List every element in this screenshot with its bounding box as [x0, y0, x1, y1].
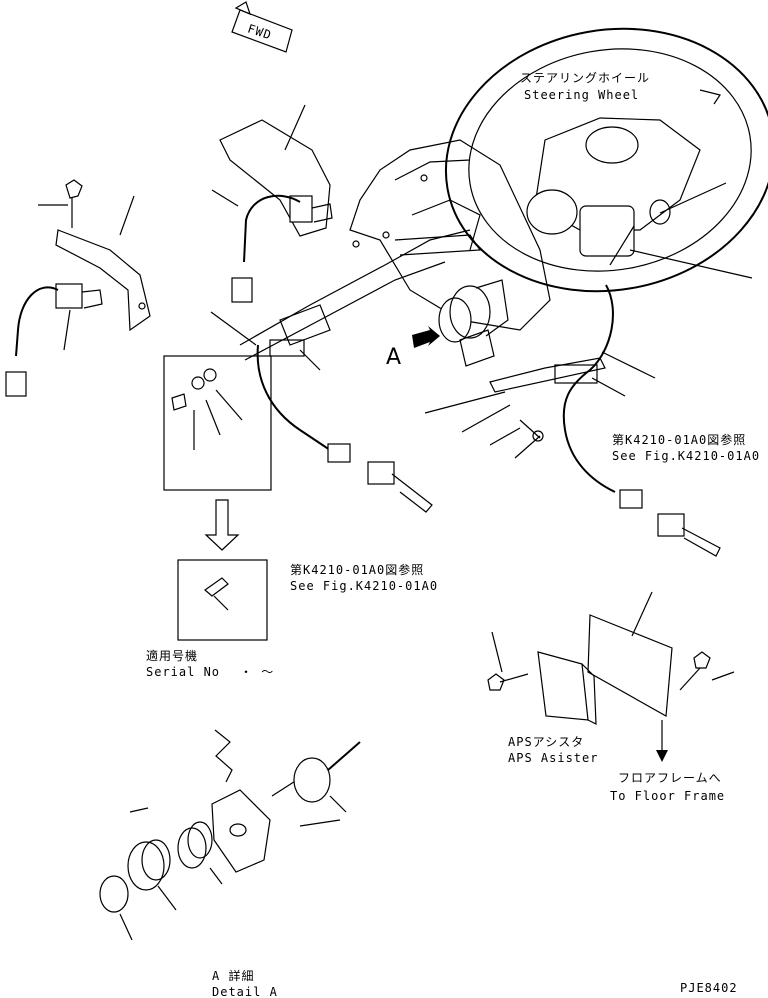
drawing-number: PJE8402: [680, 981, 738, 995]
aps-asister: [487, 591, 735, 725]
serial-range: ・ ～: [240, 665, 274, 679]
serial-label: 適用号機 Serial No ・ ～: [146, 648, 274, 679]
down-arrow-icon: [204, 499, 240, 551]
steering-column-frame: [239, 139, 551, 361]
detail-a-label: A 詳細 Detail A: [212, 968, 278, 998]
aps-label-ja: APSアシスタ: [508, 735, 584, 749]
right-harness: [489, 284, 721, 557]
detail-label-ja: A 詳細: [212, 968, 254, 983]
steering-wheel-label-en: Steering Wheel: [524, 88, 639, 102]
column-harness: [256, 304, 433, 513]
reference-center-en: See Fig.K4210-01A0: [290, 579, 438, 593]
view-a-arrow-icon: [412, 326, 440, 348]
dial-assembly: [438, 279, 509, 367]
steering-wheel: [444, 27, 768, 293]
detail-label-en: Detail A: [212, 985, 278, 998]
reference-center-ja: 第K4210-01A0図参照: [290, 562, 424, 577]
floor-label-en: To Floor Frame: [610, 789, 725, 803]
detail-box-2: [177, 559, 268, 641]
steering-wheel-label-ja: ステアリングホイール: [520, 71, 650, 85]
leader-lines: [38, 104, 753, 459]
aps-asister-label: APSアシスタ APS Asister: [508, 735, 598, 765]
serial-label-en: Serial No: [146, 665, 220, 679]
fwd-arrow-icon: FWD: [231, 1, 293, 53]
floor-label-ja: フロアフレームへ: [618, 771, 722, 785]
aps-label-en: APS Asister: [508, 751, 598, 765]
upper-switch-bracket: [219, 119, 333, 303]
floor-frame-label: フロアフレームへ To Floor Frame: [610, 771, 725, 803]
reference-right-ja: 第K4210-01A0図参照: [612, 432, 746, 447]
view-a-label: A: [386, 345, 401, 370]
left-switch-bracket: [5, 179, 151, 397]
steering-wheel-label: ステアリングホイール Steering Wheel: [520, 71, 650, 102]
serial-label-ja: 適用号機: [146, 648, 198, 663]
reference-right-en: See Fig.K4210-01A0: [612, 449, 760, 463]
detail-a-view: [99, 729, 361, 941]
floor-arrow-icon: [656, 720, 668, 762]
reference-center: 第K4210-01A0図参照 See Fig.K4210-01A0: [290, 562, 438, 593]
reference-right: 第K4210-01A0図参照 See Fig.K4210-01A0: [612, 432, 760, 463]
fwd-label: FWD: [246, 22, 274, 43]
detail-box-1: [163, 355, 272, 491]
